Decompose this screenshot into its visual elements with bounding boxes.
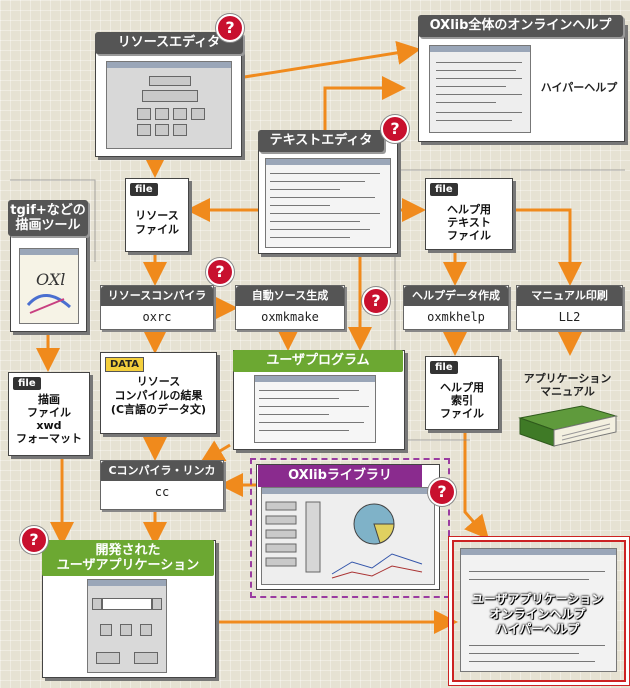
oxlib-library-screenshot bbox=[261, 487, 435, 585]
help-text-file-line2: テキスト bbox=[447, 216, 491, 229]
help-index-line2: 索引 bbox=[451, 394, 473, 407]
compile-result-card: DATA リソース コンパイルの結果 (C言語のデータ文) bbox=[100, 352, 217, 434]
auto-source-command: oxmkmake bbox=[261, 310, 319, 324]
c-compiler-label: Cコンパイラ・リンカ bbox=[101, 461, 223, 481]
developed-app-title: 開発された ユーザアプリケーション bbox=[42, 540, 214, 576]
text-editor-title: テキストエディタ bbox=[258, 130, 384, 152]
draw-file-line3: xwd bbox=[36, 419, 62, 432]
app-manual-line2: マニュアル bbox=[540, 385, 595, 398]
resource-file-line1: リソース bbox=[135, 209, 179, 222]
resource-editor-screenshot bbox=[106, 61, 232, 149]
manual-print-label: マニュアル印刷 bbox=[517, 286, 622, 306]
help-index-card: file ヘルプ用 索引 ファイル bbox=[425, 356, 499, 430]
arrow-resource-editor-to-help bbox=[237, 40, 421, 80]
arrow-help-text-to-manual-print bbox=[512, 208, 582, 286]
tgif-title: tgif+などの 描画ツール bbox=[8, 200, 88, 236]
user-help-line2: オンラインヘルプ bbox=[489, 607, 586, 621]
arrow-program-to-cc bbox=[199, 440, 231, 464]
help-text-file-line3: ファイル bbox=[447, 229, 491, 242]
help-marker-resource-compiler[interactable]: ? bbox=[206, 258, 234, 286]
user-help-line1: ユーザアプリケーション bbox=[471, 592, 604, 606]
oxlib-help-title: OXlib全体のオンラインヘルプ bbox=[418, 15, 623, 37]
tgif-title-line2: 描画ツール bbox=[15, 218, 81, 233]
c-compiler-box: Cコンパイラ・リンカ cc bbox=[100, 460, 224, 510]
help-text-file-line1: ヘルプ用 bbox=[447, 203, 491, 216]
help-marker-oxlib-library[interactable]: ? bbox=[428, 478, 456, 506]
help-marker-text-editor[interactable]: ? bbox=[381, 115, 409, 143]
oxlib-library-title: OXlibライブラリ bbox=[258, 465, 422, 487]
resource-editor-panel bbox=[95, 38, 242, 157]
help-index-line3: ファイル bbox=[440, 407, 484, 420]
help-index-tag: file bbox=[430, 361, 458, 374]
c-compiler-command: cc bbox=[154, 485, 170, 499]
draw-file-line2: ファイル bbox=[27, 406, 71, 419]
compile-result-line1: リソース bbox=[136, 375, 181, 388]
tgif-title-line1: tgif+などの bbox=[10, 203, 86, 218]
resource-compiler-label: リソースコンパイラ bbox=[101, 286, 213, 306]
compile-result-line3: (C言語のデータ文) bbox=[110, 403, 207, 416]
manual-print-command: LL2 bbox=[558, 310, 581, 324]
draw-file-line1: 描画 bbox=[38, 393, 60, 406]
resource-file-line2: ファイル bbox=[135, 223, 179, 236]
auto-source-box: 自動ソース生成 oxmkmake bbox=[235, 285, 345, 330]
auto-source-label: 自動ソース生成 bbox=[236, 286, 344, 306]
oxlib-help-screenshot bbox=[429, 45, 531, 133]
help-index-line1: ヘルプ用 bbox=[440, 381, 484, 394]
help-marker-auto-source[interactable]: ? bbox=[362, 287, 390, 315]
user-help-screenshot bbox=[460, 548, 617, 672]
compile-result-line2: コンパイルの結果 bbox=[114, 389, 203, 402]
svg-text:OXl: OXl bbox=[36, 270, 65, 289]
oxlib-widgets-preview bbox=[265, 501, 423, 579]
app-manual-title: アプリケーション マニュアル bbox=[510, 372, 625, 398]
help-data-box: ヘルプデータ作成 oxmkhelp bbox=[403, 285, 509, 330]
compile-result-tag: DATA bbox=[105, 357, 145, 372]
help-marker-developed-app[interactable]: ? bbox=[20, 526, 48, 554]
draw-file-card: file 描画 ファイル xwd フォーマット bbox=[8, 372, 90, 456]
help-text-file-tag: file bbox=[430, 183, 458, 196]
user-program-title: ユーザプログラム bbox=[233, 350, 403, 372]
oxlib-library-frame bbox=[250, 458, 450, 598]
app-manual-line1: アプリケーション bbox=[523, 372, 612, 385]
resource-compiler-command: oxrc bbox=[142, 310, 172, 324]
manual-book-icon bbox=[518, 405, 618, 447]
hyper-help-caption: ハイパーヘルプ bbox=[540, 81, 618, 94]
arrow-index-to-user-help bbox=[463, 430, 489, 540]
manual-print-box: マニュアル印刷 LL2 bbox=[516, 285, 623, 330]
tgif-screenshot: OXl bbox=[19, 248, 79, 324]
developed-app-title-line1: 開発された bbox=[95, 543, 161, 558]
draw-file-line4: フォーマット bbox=[16, 432, 82, 445]
help-data-label: ヘルプデータ作成 bbox=[404, 286, 508, 306]
user-help-title: ユーザアプリケーション オンラインヘルプ ハイパーヘルプ bbox=[455, 592, 620, 637]
draw-file-tag: file bbox=[13, 377, 41, 390]
arrow-text-editor-to-help bbox=[323, 76, 406, 130]
resource-compiler-box: リソースコンパイラ oxrc bbox=[100, 285, 214, 330]
tgif-drawing-icon: OXl bbox=[26, 270, 71, 314]
text-editor-panel bbox=[258, 135, 398, 254]
developed-app-title-line2: ユーザアプリケーション bbox=[56, 558, 200, 573]
resource-file-card: file リソース ファイル bbox=[125, 178, 189, 252]
help-text-file-card: file ヘルプ用 テキスト ファイル bbox=[425, 178, 513, 250]
resource-editor-title: リソースエディタ bbox=[95, 32, 243, 54]
user-help-frame bbox=[452, 540, 626, 682]
help-marker-resource-editor[interactable]: ? bbox=[216, 14, 244, 42]
developed-app-screenshot bbox=[87, 579, 167, 673]
user-help-line3: ハイパーヘルプ bbox=[495, 622, 580, 636]
help-data-command: oxmkhelp bbox=[427, 310, 485, 324]
user-program-screenshot bbox=[254, 375, 376, 443]
oxlib-help-panel: ハイパーヘルプ bbox=[418, 22, 625, 142]
text-editor-screenshot bbox=[265, 158, 391, 248]
resource-file-tag: file bbox=[130, 183, 158, 196]
